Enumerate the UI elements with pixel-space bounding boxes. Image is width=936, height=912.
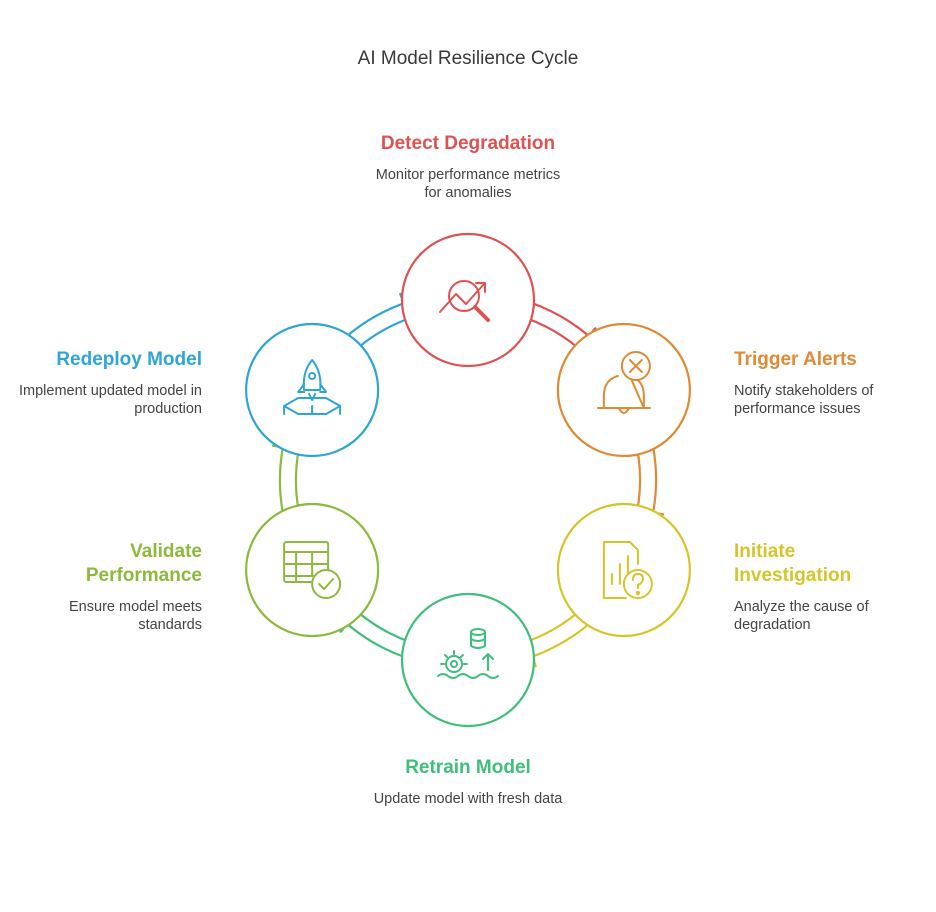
stage-label-detect: Detect Degradation Monitor performance m…: [318, 132, 618, 202]
stage-title-retrain: Retrain Model: [405, 757, 531, 778]
stage-description-detect: Monitor performance metrics for anomalie…: [375, 167, 561, 201]
gears-database-icon: [437, 628, 499, 679]
stage-label-investigate: Initiate Investigation Analyze the cause…: [734, 540, 924, 634]
table-check-icon: [283, 541, 342, 599]
stage-label-retrain: Retrain Model Update model with fresh da…: [318, 756, 618, 808]
page-title: AI Model Resilience Cycle: [357, 48, 579, 69]
stage-description-investigate: Analyze the cause of degradation: [734, 599, 869, 633]
stage-label-trigger: Trigger Alerts Notify stakeholders of pe…: [734, 348, 924, 418]
stage-title-validate: Validate Performance: [85, 541, 202, 586]
stage-node-investigate: [556, 502, 691, 638]
rocket-icon: [283, 359, 342, 415]
cycle-nodes: [245, 232, 691, 728]
stage-label-validate: Validate Performance Ensure model meets …: [12, 540, 202, 634]
stage-title-detect: Detect Degradation: [380, 133, 556, 154]
chart-magnifier-icon: [439, 280, 490, 322]
stage-title-investigate: Initiate Investigation: [734, 541, 852, 586]
bell-alert-icon: [596, 351, 651, 414]
stage-node-trigger: [556, 322, 691, 458]
stage-node-retrain: [400, 592, 536, 728]
stage-description-trigger: Notify stakeholders of performance issue…: [734, 383, 874, 417]
stage-label-redeploy: Redeploy Model Implement updated model i…: [12, 348, 202, 418]
stage-title-trigger: Trigger Alerts: [734, 349, 857, 370]
document-question-icon: [602, 541, 653, 599]
stage-node-detect: [400, 232, 536, 368]
stage-description-retrain: Update model with fresh data: [373, 791, 563, 807]
stage-description-validate: Ensure model meets standards: [69, 599, 202, 633]
stage-title-redeploy: Redeploy Model: [56, 349, 202, 370]
stage-description-redeploy: Implement updated model in production: [19, 383, 202, 417]
